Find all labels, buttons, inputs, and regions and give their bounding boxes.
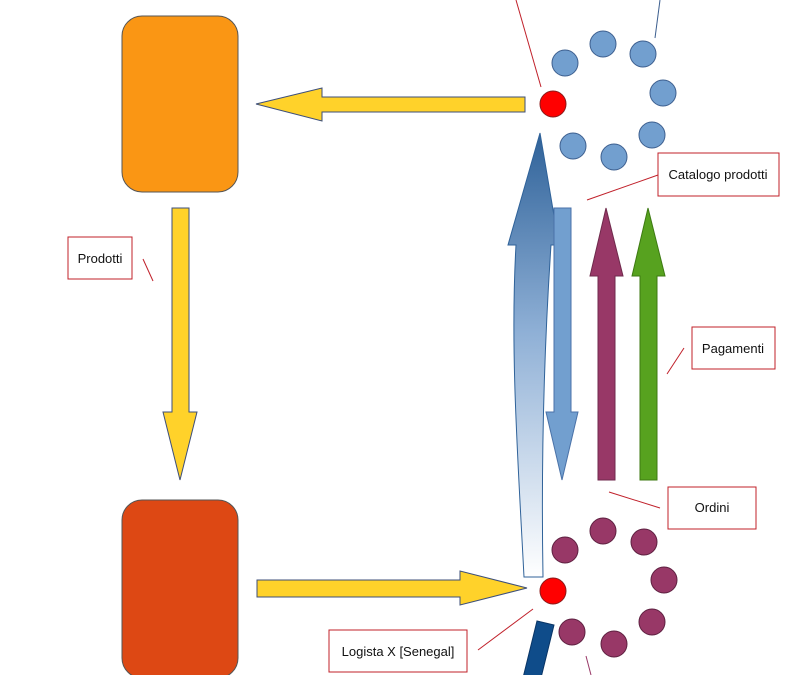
label-prodotti-text: Prodotti [78, 251, 123, 266]
arrow-catalog-to-top-box [255, 87, 526, 122]
leader-logista [477, 608, 534, 651]
purple-dot [650, 566, 678, 594]
leader-bottom-purple [585, 655, 592, 675]
label-catalogo-text: Catalogo prodotti [668, 167, 767, 182]
blue-dot [649, 79, 677, 107]
leader-top-blue [654, 0, 661, 39]
leader-prodotti [142, 258, 154, 282]
label-pagamenti-text: Pagamenti [702, 341, 764, 356]
leader-pagamenti [666, 347, 685, 375]
arrow-top-box-to-bottom-box [162, 207, 198, 481]
arrow-purple-up [589, 207, 624, 481]
blue-dot [629, 40, 657, 68]
blue-dot [600, 143, 628, 171]
label-pagamenti: Pagamenti [691, 326, 776, 370]
purple-dot [600, 630, 628, 658]
hub-dot-top [539, 90, 567, 118]
leader-ordini [608, 491, 661, 509]
purple-dot [638, 608, 666, 636]
arrow-green-up [631, 207, 666, 481]
blue-dot [559, 132, 587, 160]
curved-return-arrow [507, 132, 560, 578]
arrow-blue-down [545, 207, 579, 481]
leader-top-red [515, 0, 542, 88]
label-logista-text: Logista X [Senegal] [342, 644, 455, 659]
hub-dot-bottom [539, 577, 567, 605]
top-node-cluster [539, 30, 677, 171]
label-catalogo: Catalogo prodotti [657, 152, 780, 197]
blue-dot [589, 30, 617, 58]
bottom-box [121, 499, 239, 675]
arrow-bottom-box-to-hub [256, 570, 528, 606]
purple-dot [630, 528, 658, 556]
bottom-node-cluster [539, 517, 678, 658]
arrow-dark-blue-partial [523, 620, 555, 675]
top-box [121, 15, 239, 193]
purple-dot [551, 536, 579, 564]
label-logista: Logista X [Senegal] [328, 629, 468, 673]
blue-dot [551, 49, 579, 77]
purple-dot [589, 517, 617, 545]
leader-catalogo [586, 174, 659, 201]
label-prodotti: Prodotti [67, 236, 133, 280]
label-ordini-text: Ordini [695, 500, 730, 515]
purple-dot [558, 618, 586, 646]
blue-dot [638, 121, 666, 149]
label-ordini: Ordini [667, 486, 757, 530]
